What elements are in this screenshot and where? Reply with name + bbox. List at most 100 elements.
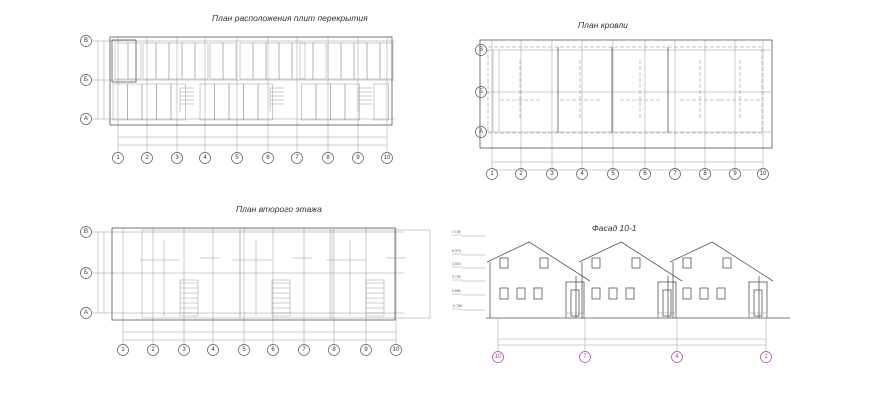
facade-axis-circle — [492, 351, 504, 363]
column-axis-label: 2 — [145, 155, 149, 161]
window — [682, 287, 692, 300]
slab-panel — [170, 83, 186, 121]
slab-panel — [127, 83, 143, 121]
slab-panel — [194, 42, 209, 80]
column-axis-circle — [607, 168, 619, 180]
steps — [565, 312, 585, 319]
column-axis-label: 2 — [151, 347, 155, 353]
slab-panel — [239, 42, 254, 80]
column-axis-circle — [639, 168, 651, 180]
column-axis-label: 5 — [611, 171, 615, 177]
slab-panel — [327, 42, 342, 80]
column-axis-circle — [238, 344, 250, 356]
facade-axis-label: 10 — [495, 354, 502, 360]
level-mark: -0.750 — [452, 304, 462, 308]
column-axis-label: 7 — [295, 155, 299, 161]
row-axis-label: А — [84, 310, 88, 316]
column-axis-circle — [546, 168, 558, 180]
column-axis-circle — [291, 152, 303, 164]
column-axis-circle — [486, 168, 498, 180]
row-axis-circle — [80, 113, 92, 125]
slab-panel — [366, 42, 381, 80]
column-axis-circle — [322, 152, 334, 164]
column-axis-circle — [171, 152, 183, 164]
row-axis-label: А — [84, 116, 88, 122]
slab-panel — [112, 83, 128, 121]
column-axis-circle — [112, 152, 124, 164]
column-axis-label: 5 — [235, 155, 239, 161]
column-axis-circle — [231, 152, 243, 164]
row-axis-label: А — [479, 129, 483, 135]
level-mark: 3.800 — [452, 262, 461, 266]
column-axis-label: 8 — [326, 155, 330, 161]
roof-outline — [486, 241, 591, 282]
slab-panel — [199, 83, 215, 121]
column-axis-label: 6 — [271, 347, 275, 353]
facade-axis-label: 7 — [583, 354, 587, 360]
row-axis-label: В — [479, 47, 483, 53]
row-axis-circle — [80, 74, 92, 86]
column-axis-circle — [576, 168, 588, 180]
window — [699, 287, 709, 300]
row-axis-circle — [475, 86, 487, 98]
door — [753, 289, 763, 317]
window — [625, 287, 635, 300]
row-axis-label: В — [84, 229, 88, 235]
column-axis-circle — [147, 344, 159, 356]
slab-panel — [156, 83, 172, 121]
column-axis-label: 3 — [550, 171, 554, 177]
slab-panel — [299, 42, 314, 80]
column-axis-label: 10 — [384, 155, 391, 161]
column-axis-circle — [729, 168, 741, 180]
column-axis-circle — [669, 168, 681, 180]
slab-panel — [315, 83, 331, 121]
window — [499, 257, 509, 269]
slab-panel — [141, 83, 157, 121]
unit-outline — [329, 229, 431, 319]
column-axis-label: 9 — [364, 347, 368, 353]
column-axis-label: 6 — [266, 155, 270, 161]
column-axis-circle — [141, 152, 153, 164]
column-axis-label: 1 — [121, 347, 125, 353]
column-axis-circle — [515, 168, 527, 180]
column-axis-circle — [199, 152, 211, 164]
window — [591, 287, 601, 300]
row-axis-circle — [80, 267, 92, 279]
slab-panel — [127, 42, 142, 80]
row-axis-circle — [80, 226, 92, 238]
column-axis-circle — [381, 152, 393, 164]
slab-panel — [222, 42, 237, 80]
slab-panel — [301, 83, 317, 121]
slab-panel — [168, 42, 183, 80]
unit-outline — [141, 229, 241, 319]
drawing-line — [111, 39, 137, 83]
slab-panel — [142, 42, 157, 80]
door — [662, 289, 672, 317]
roof-outline — [669, 241, 774, 282]
column-axis-label: 8 — [332, 347, 336, 353]
slab-plan-title: План расположения плит перекрытия — [212, 13, 368, 23]
column-axis-label: 1 — [116, 155, 120, 161]
window — [722, 257, 732, 269]
slab-panel — [209, 42, 224, 80]
door — [570, 289, 580, 317]
column-axis-circle — [360, 344, 372, 356]
column-axis-label: 7 — [302, 347, 306, 353]
roof-outline — [578, 241, 683, 282]
slab-panel — [353, 42, 368, 80]
column-axis-circle — [117, 344, 129, 356]
window — [539, 257, 549, 269]
column-axis-circle — [328, 344, 340, 356]
steps — [748, 312, 768, 319]
column-axis-circle — [699, 168, 711, 180]
column-axis-label: 4 — [211, 347, 215, 353]
row-axis-label: В — [84, 38, 88, 44]
column-axis-circle — [267, 344, 279, 356]
column-axis-label: 2 — [519, 171, 523, 177]
row-axis-circle — [80, 307, 92, 319]
window — [516, 287, 526, 300]
slab-panel — [243, 83, 259, 121]
column-axis-label: 4 — [203, 155, 207, 161]
level-mark: 0.850 — [452, 289, 461, 293]
